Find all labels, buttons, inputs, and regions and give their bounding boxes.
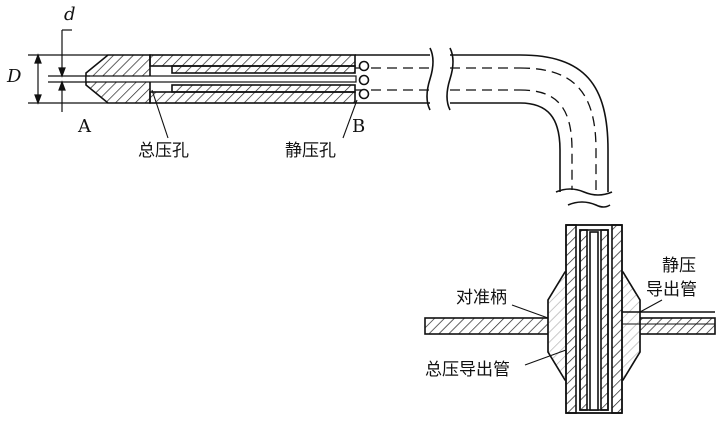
label-static-pressure-tube-2: 导出管	[646, 280, 697, 300]
label-static-pressure-tube-1: 静压	[662, 256, 696, 276]
label-B: B	[352, 116, 366, 137]
leader-lines	[151, 89, 358, 139]
label-A: A	[78, 116, 91, 137]
label-total-pressure-hole: 总压孔	[138, 141, 189, 161]
label-alignment-handle: 对准柄	[456, 288, 507, 308]
elbow-outer	[519, 54, 609, 192]
total-pressure-bore	[85, 75, 357, 83]
inner-wall-top	[171, 65, 356, 74]
label-total-pressure-tube: 总压导出管	[425, 360, 510, 380]
dimension-lines	[28, 29, 108, 112]
static-hole-2	[358, 74, 370, 86]
label-static-pressure-hole: 静压孔	[285, 141, 336, 161]
outer-wall-top	[149, 54, 356, 67]
static-hole-1	[358, 60, 370, 72]
break-mark-right	[446, 47, 454, 111]
outer-wall-bottom	[149, 91, 356, 104]
stem-assembly	[424, 224, 716, 414]
label-d: d	[64, 4, 76, 25]
probe-body	[85, 47, 613, 208]
static-hole-3	[358, 88, 370, 100]
break-mark-left	[426, 47, 434, 111]
inner-wall-bottom	[171, 84, 356, 93]
bottom-leaders	[511, 299, 663, 366]
label-D: D	[7, 66, 22, 87]
elbow-inner	[519, 102, 561, 192]
